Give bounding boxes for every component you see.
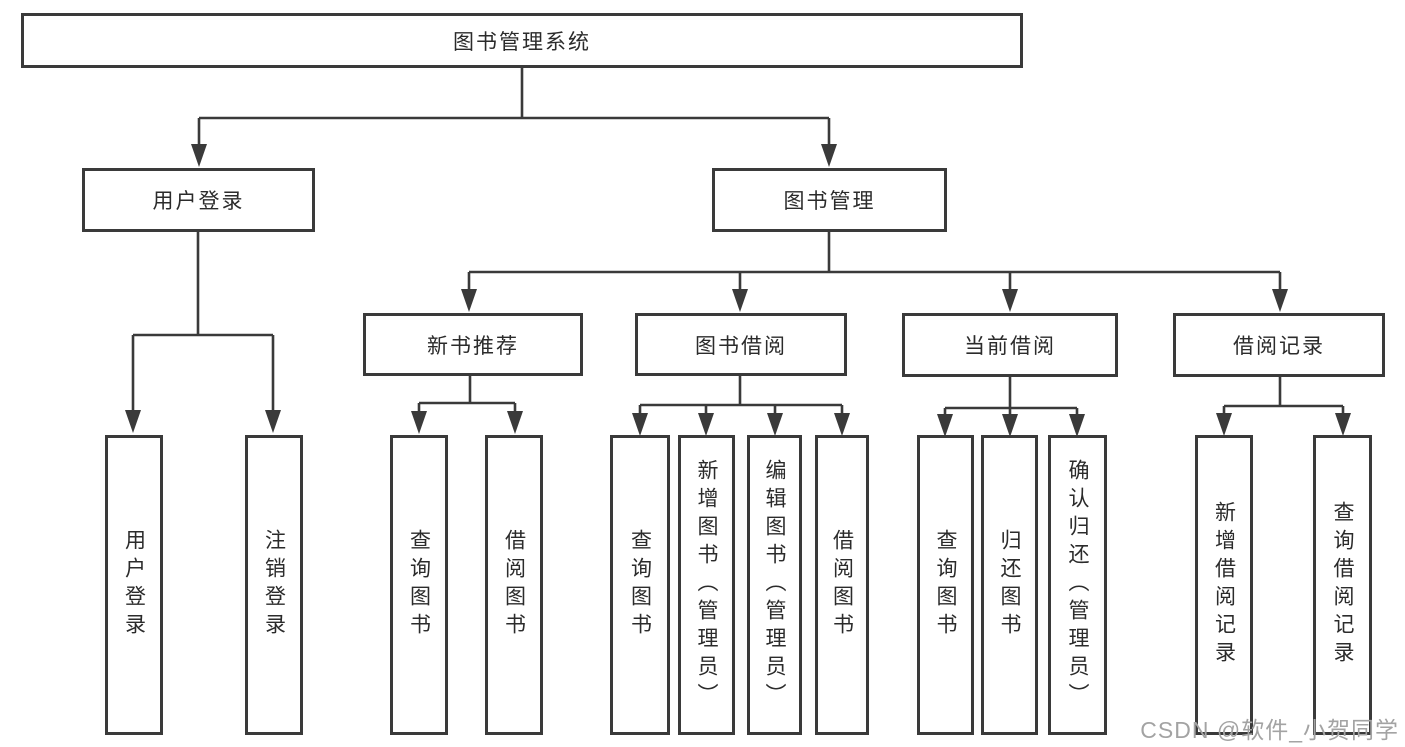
node-book-borrowing-label: 图书借阅 <box>695 334 787 358</box>
leaf-user-login-label: 用户登录 <box>122 529 146 641</box>
leaf-return-books: 归还图书 <box>981 435 1038 735</box>
leaf-query-borrow-record-label: 查询借阅记录 <box>1331 501 1354 669</box>
node-book-borrowing: 图书借阅 <box>635 313 847 376</box>
leaf-user-login: 用户登录 <box>105 435 163 735</box>
node-user-login-label: 用户登录 <box>152 190 245 213</box>
node-borrowing-records: 借阅记录 <box>1173 313 1385 377</box>
leaf-confirm-return-admin-label: 确认归还（管理员） <box>1066 459 1089 711</box>
leaf-edit-books-admin-label: 编辑图书（管理员） <box>763 459 786 711</box>
node-current-borrowing-label: 当前借阅 <box>964 335 1056 358</box>
leaf-logout-label: 注销登录 <box>262 529 286 641</box>
leaf-query-books-current: 查询图书 <box>917 435 974 735</box>
leaf-borrow-books: 借阅图书 <box>815 435 869 735</box>
node-user-login: 用户登录 <box>82 168 315 232</box>
node-book-management: 图书管理 <box>712 168 947 232</box>
leaf-query-books-recommend: 查询图书 <box>390 435 448 735</box>
leaf-add-books-admin: 新增图书（管理员） <box>678 435 735 735</box>
leaf-edit-books-admin: 编辑图书（管理员） <box>747 435 802 735</box>
leaf-query-books-current-label: 查询图书 <box>934 529 957 641</box>
leaf-borrow-books-label: 借阅图书 <box>830 529 854 641</box>
leaf-query-books-recommend-label: 查询图书 <box>407 529 431 641</box>
leaf-add-books-admin-label: 新增图书（管理员） <box>695 459 718 711</box>
node-root-label: 图书管理系统 <box>453 30 591 54</box>
leaf-logout: 注销登录 <box>245 435 303 735</box>
leaf-return-books-label: 归还图书 <box>998 529 1021 641</box>
leaf-confirm-return-admin: 确认归还（管理员） <box>1048 435 1107 735</box>
leaf-borrow-books-recommend-label: 借阅图书 <box>502 529 526 641</box>
node-new-book-recommend: 新书推荐 <box>363 313 583 376</box>
leaf-borrow-books-recommend: 借阅图书 <box>485 435 543 735</box>
csdn-watermark: CSDN @软件_小贺同学 <box>1140 717 1399 743</box>
leaf-query-books-borrowing: 查询图书 <box>610 435 670 735</box>
leaf-add-borrow-record: 新增借阅记录 <box>1195 435 1253 735</box>
node-book-management-label: 图书管理 <box>783 190 876 213</box>
leaf-query-books-borrowing-label: 查询图书 <box>628 529 652 641</box>
node-root-library-management-system: 图书管理系统 <box>21 13 1023 68</box>
leaf-add-borrow-record-label: 新增借阅记录 <box>1212 501 1236 669</box>
node-new-book-recommend-label: 新书推荐 <box>427 334 519 358</box>
leaf-query-borrow-record: 查询借阅记录 <box>1313 435 1372 735</box>
node-current-borrowing: 当前借阅 <box>902 313 1118 377</box>
node-borrowing-records-label: 借阅记录 <box>1233 335 1325 358</box>
